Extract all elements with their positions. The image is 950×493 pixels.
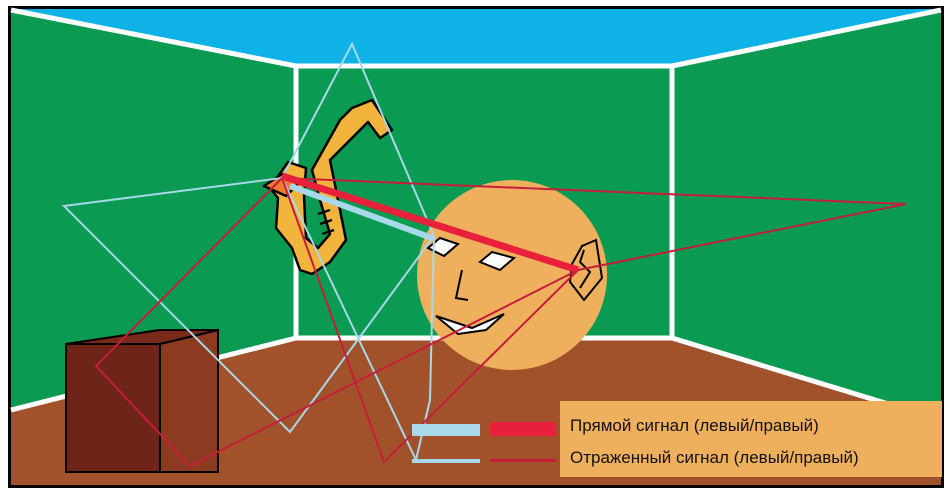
- legend-reflected-label: Отраженный сигнал (левый/правый): [570, 448, 859, 468]
- legend-box: Прямой сигнал (левый/правый) Отраженный …: [560, 401, 942, 477]
- legend-direct-label: Прямой сигнал (левый/правый): [570, 416, 819, 436]
- legend-reflected-right-swatch: [490, 459, 556, 462]
- legend-direct-left-swatch: [412, 424, 480, 436]
- legend-direct-right-swatch: [490, 422, 556, 436]
- speaker-box-icon: [66, 330, 218, 472]
- listener-face-icon: [417, 180, 607, 370]
- legend-reflected-left-swatch: [412, 459, 480, 463]
